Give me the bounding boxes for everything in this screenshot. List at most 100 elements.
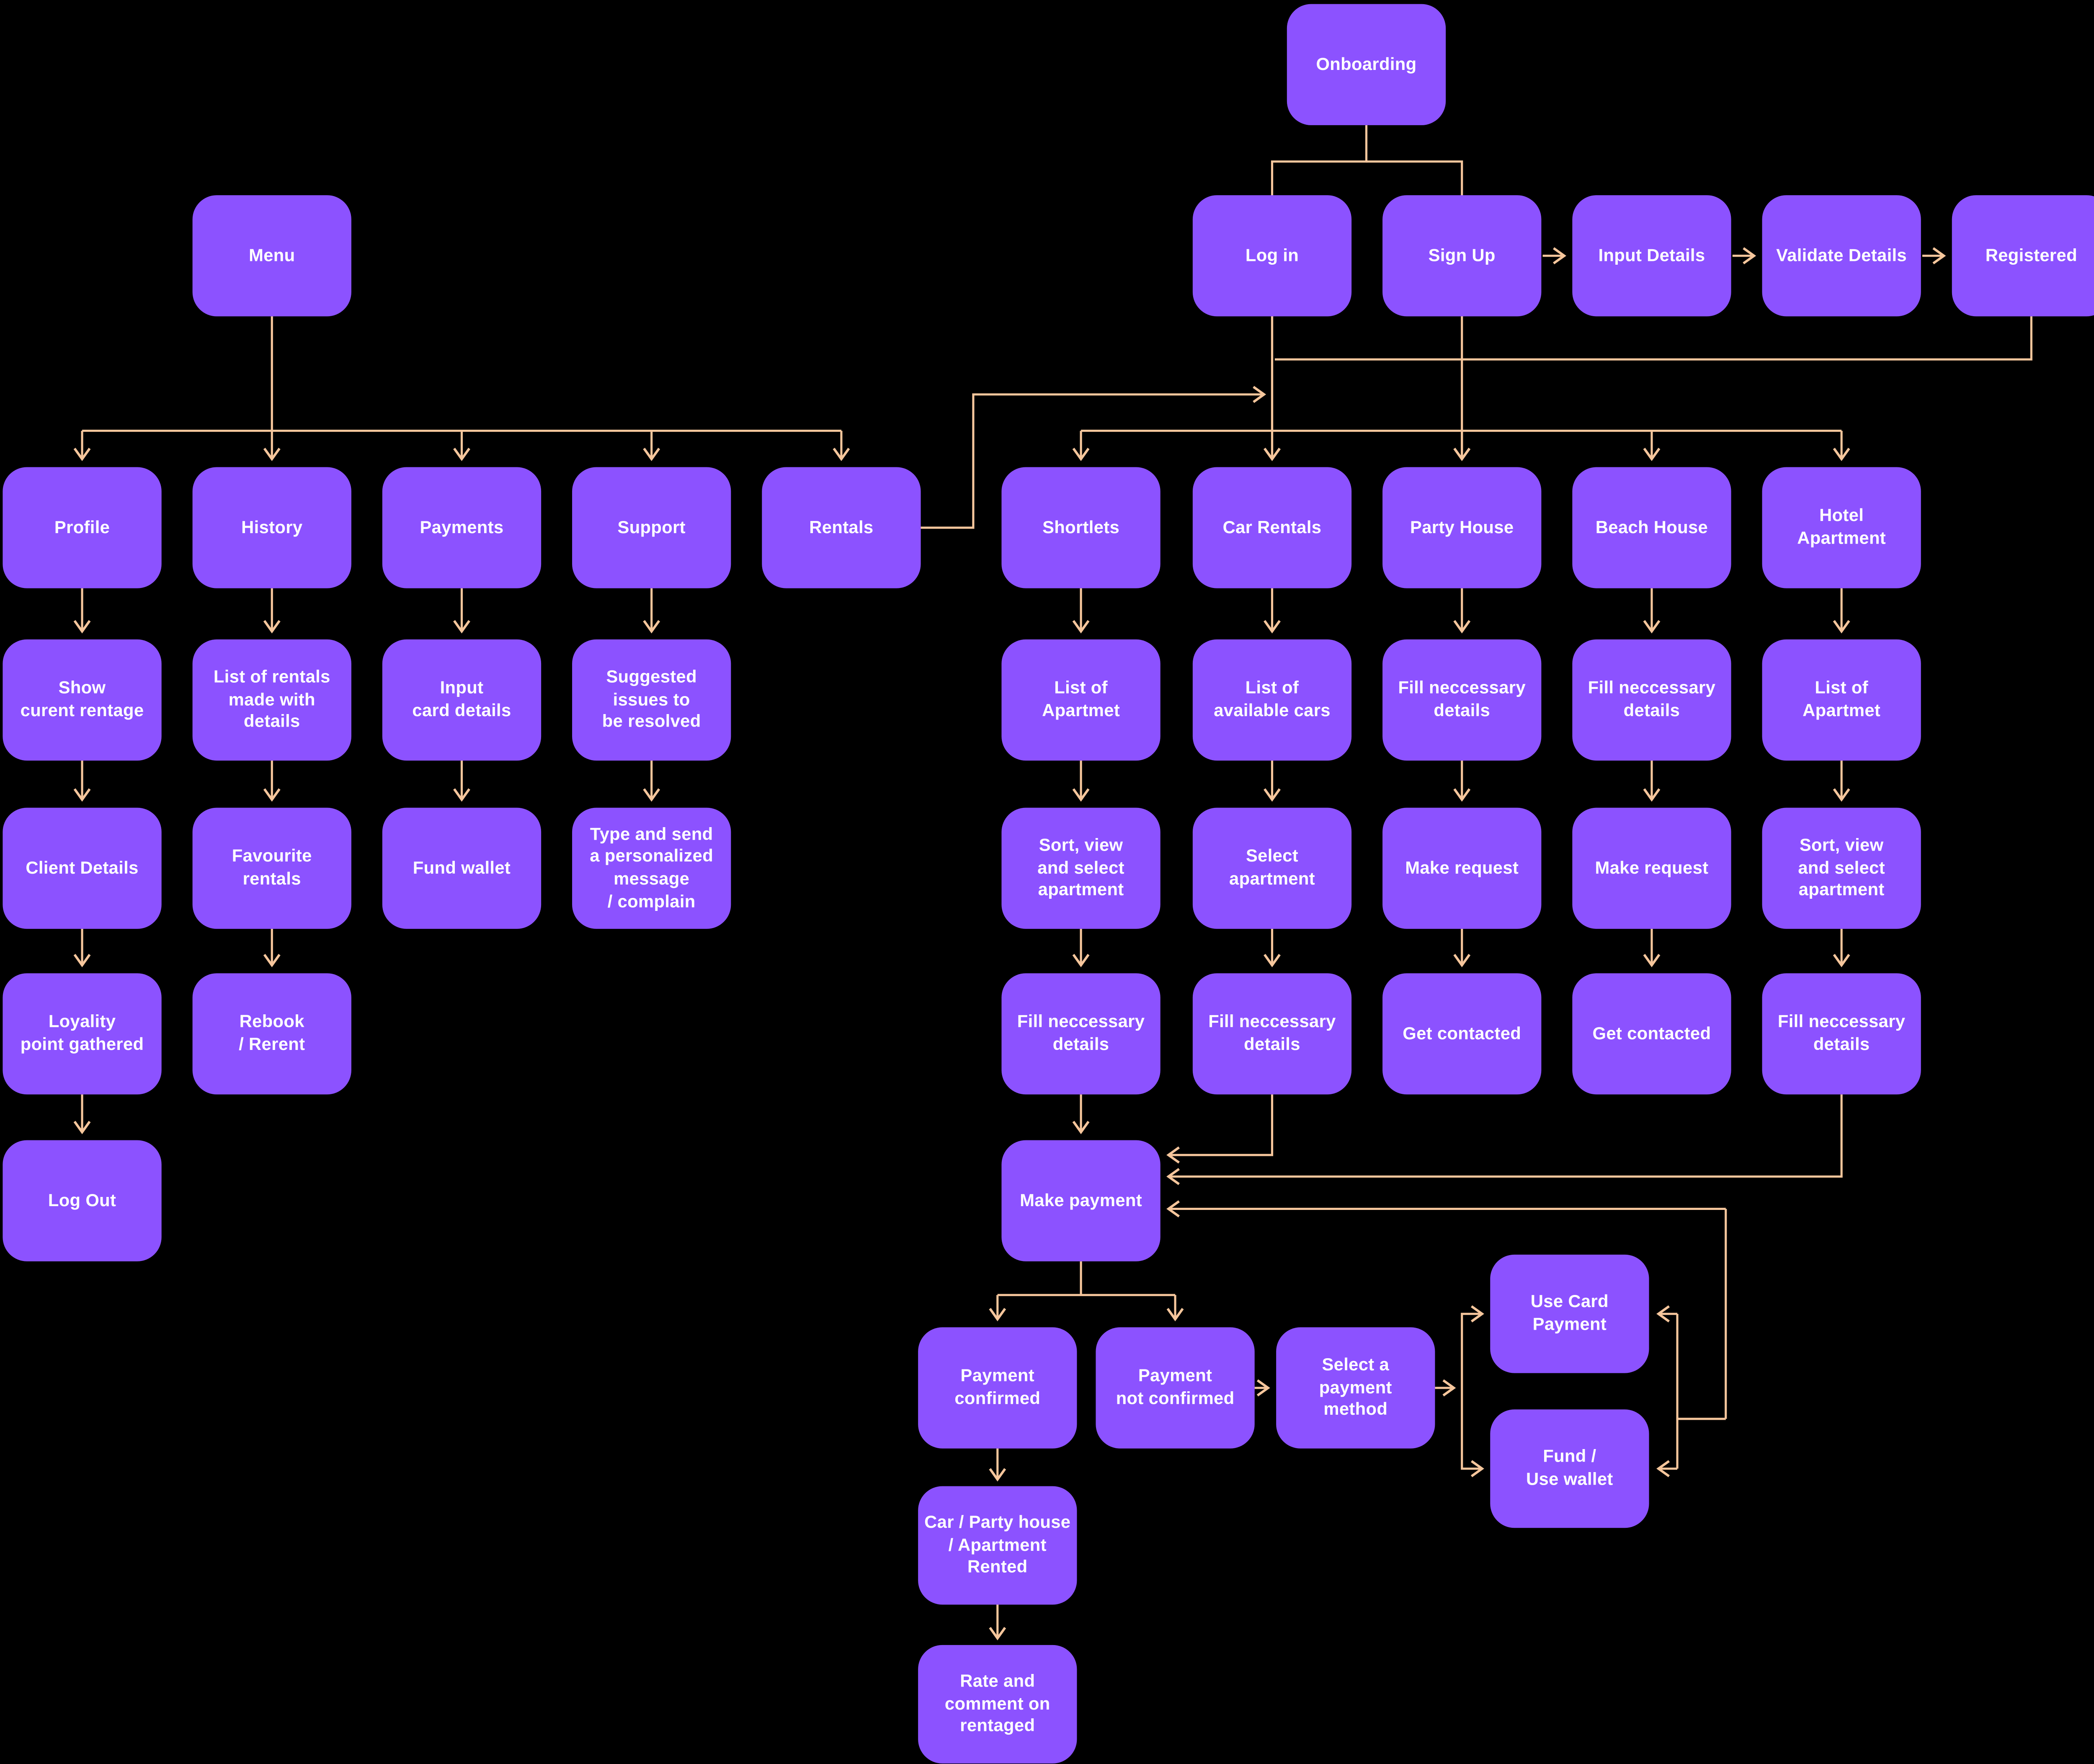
- node-favourite-rentals: Favourite rentals: [192, 807, 351, 929]
- node-make-payment: Make payment: [1001, 1140, 1160, 1261]
- node-fund-wallet: Fund wallet: [382, 807, 542, 929]
- node-payment-not-confirmed: Payment not confirmed: [1096, 1327, 1255, 1449]
- node-fill-details-shortlets: Fill neccessary details: [1001, 973, 1160, 1095]
- node-label-rentals: Rentals: [809, 516, 874, 537]
- node-list-of-apartmet-hotel: List of Apartmet: [1762, 639, 1921, 761]
- node-sign-up: Sign Up: [1382, 195, 1542, 317]
- node-beach-house: Beach House: [1572, 467, 1731, 588]
- node-label-loyality-point-gathered: Loyality point gathered: [20, 1011, 144, 1054]
- node-car-party-apartment-rented: Car / Party house / Apartment Rented: [918, 1486, 1077, 1605]
- node-rentals: Rentals: [762, 467, 921, 588]
- node-label-get-contacted-beach: Get contacted: [1592, 1022, 1711, 1043]
- node-car-rentals: Car Rentals: [1192, 467, 1352, 588]
- node-label-car-rentals: Car Rentals: [1222, 516, 1322, 537]
- node-onboarding: Onboarding: [1287, 4, 1446, 125]
- node-label-fill-details-shortlets: Fill neccessary details: [1017, 1011, 1145, 1054]
- node-get-contacted-beach: Get contacted: [1572, 973, 1731, 1095]
- node-label-party-house: Party House: [1410, 516, 1514, 537]
- node-make-request-beach: Make request: [1572, 807, 1731, 929]
- node-label-favourite-rentals: Favourite rentals: [232, 846, 312, 889]
- node-label-validate-details: Validate Details: [1776, 244, 1907, 265]
- node-menu: Menu: [192, 195, 351, 317]
- node-fill-details-beach: Fill neccessary details: [1572, 639, 1731, 761]
- node-label-suggested-issues: Suggested issues to be resolved: [602, 666, 701, 732]
- node-client-details: Client Details: [3, 807, 162, 929]
- node-type-send-message: Type and send a personalized message / c…: [572, 807, 731, 929]
- node-label-fill-details-car: Fill neccessary details: [1208, 1011, 1336, 1054]
- node-label-fill-details-party: Fill neccessary details: [1398, 677, 1526, 720]
- connector-13: [921, 386, 1266, 529]
- node-label-hotel-apartment: Hotel Apartment: [1797, 505, 1886, 548]
- node-select-payment-method: Select a payment method: [1276, 1327, 1435, 1449]
- node-label-rebook-rerent: Rebook / Rerent: [239, 1011, 305, 1054]
- node-label-list-of-apartmet-shortlets: List of Apartmet: [1042, 677, 1120, 720]
- node-list-of-rentals: List of rentals made with details: [192, 639, 351, 761]
- node-history: History: [192, 467, 351, 588]
- node-label-select-apartment: Select apartment: [1229, 846, 1315, 889]
- node-label-list-of-available-cars: List of available cars: [1214, 677, 1331, 720]
- node-validate-details: Validate Details: [1762, 195, 1921, 317]
- node-label-fill-details-hotel: Fill neccessary details: [1777, 1011, 1906, 1054]
- node-list-of-apartmet-shortlets: List of Apartmet: [1001, 639, 1160, 761]
- node-show-curent-rentage: Show curent rentage: [3, 639, 162, 761]
- node-fund-use-wallet: Fund / Use wallet: [1490, 1409, 1649, 1528]
- node-label-input-card-details: Input card details: [412, 677, 511, 720]
- node-loyality-point-gathered: Loyality point gathered: [3, 973, 162, 1095]
- node-label-shortlets: Shortlets: [1042, 516, 1120, 537]
- node-party-house: Party House: [1382, 467, 1542, 588]
- node-select-apartment: Select apartment: [1192, 807, 1352, 929]
- node-label-fill-details-beach: Fill neccessary details: [1588, 677, 1716, 720]
- node-label-profile: Profile: [54, 516, 110, 537]
- node-label-sort-view-select-hotel: Sort, view and select apartment: [1798, 835, 1885, 900]
- node-profile: Profile: [3, 467, 162, 588]
- node-label-rate-and-comment: Rate and comment on rentaged: [944, 1671, 1050, 1736]
- connector-5: [1274, 316, 2032, 361]
- node-use-card-payment: Use Card Payment: [1490, 1254, 1649, 1373]
- node-label-fund-wallet: Fund wallet: [413, 857, 511, 877]
- node-suggested-issues: Suggested issues to be resolved: [572, 639, 731, 761]
- node-shortlets: Shortlets: [1001, 467, 1160, 588]
- node-fill-details-hotel: Fill neccessary details: [1762, 973, 1921, 1095]
- node-input-details: Input Details: [1572, 195, 1731, 317]
- node-label-client-details: Client Details: [26, 857, 139, 877]
- node-label-payment-not-confirmed: Payment not confirmed: [1116, 1365, 1235, 1408]
- node-label-sign-up: Sign Up: [1428, 244, 1496, 265]
- node-label-fund-use-wallet: Fund / Use wallet: [1526, 1446, 1613, 1489]
- node-label-menu: Menu: [249, 244, 295, 265]
- node-label-select-payment-method: Select a payment method: [1319, 1354, 1392, 1419]
- node-label-support: Support: [617, 516, 686, 537]
- node-rebook-rerent: Rebook / Rerent: [192, 973, 351, 1095]
- node-label-show-curent-rentage: Show curent rentage: [20, 677, 144, 720]
- node-label-car-party-apartment-rented: Car / Party house / Apartment Rented: [924, 1511, 1071, 1577]
- connector-48: [1166, 1094, 1274, 1164]
- node-label-payment-confirmed: Payment confirmed: [954, 1365, 1041, 1408]
- node-log-in: Log in: [1192, 195, 1352, 317]
- node-label-beach-house: Beach House: [1595, 516, 1708, 537]
- node-payments: Payments: [382, 467, 542, 588]
- node-fill-details-car: Fill neccessary details: [1192, 973, 1352, 1095]
- node-input-card-details: Input card details: [382, 639, 542, 761]
- node-label-input-details: Input Details: [1598, 244, 1705, 265]
- node-make-request-party: Make request: [1382, 807, 1542, 929]
- node-label-sort-view-select-shortlets: Sort, view and select apartment: [1037, 835, 1124, 900]
- node-fill-details-party: Fill neccessary details: [1382, 639, 1542, 761]
- node-label-history: History: [241, 516, 303, 537]
- node-label-registered: Registered: [1985, 244, 2077, 265]
- node-label-list-of-apartmet-hotel: List of Apartmet: [1803, 677, 1881, 720]
- node-rate-and-comment: Rate and comment on rentaged: [918, 1645, 1077, 1764]
- node-registered: Registered: [1952, 195, 2094, 317]
- node-label-log-out: Log Out: [48, 1189, 116, 1210]
- node-label-make-request-beach: Make request: [1595, 857, 1709, 877]
- node-label-payments: Payments: [420, 516, 504, 537]
- node-hotel-apartment: Hotel Apartment: [1762, 467, 1921, 588]
- node-label-log-in: Log in: [1245, 244, 1299, 265]
- node-label-get-contacted-party: Get contacted: [1403, 1022, 1522, 1043]
- node-sort-view-select-hotel: Sort, view and select apartment: [1762, 807, 1921, 929]
- node-label-list-of-rentals: List of rentals made with details: [213, 666, 330, 732]
- node-list-of-available-cars: List of available cars: [1192, 639, 1352, 761]
- node-label-make-request-party: Make request: [1405, 857, 1519, 877]
- connector-57: [1461, 1387, 1484, 1478]
- node-label-make-payment: Make payment: [1020, 1189, 1142, 1210]
